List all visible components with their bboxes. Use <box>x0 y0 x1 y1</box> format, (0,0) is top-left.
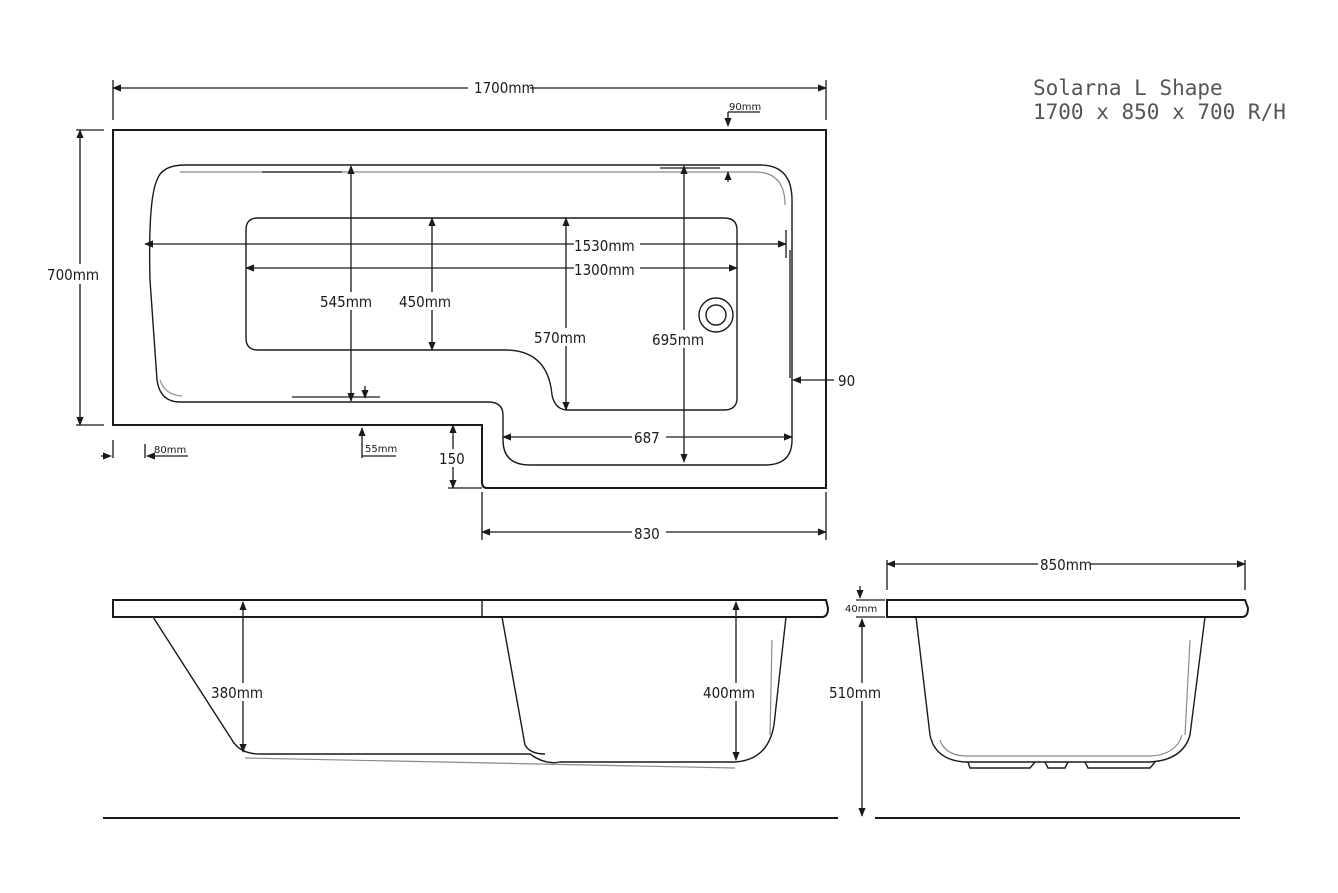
plan-floor <box>245 217 738 411</box>
dim-depth-695: 695mm <box>652 331 704 349</box>
dim-overall-width: 700mm <box>47 266 99 284</box>
end-bowl-inner <box>939 734 1183 757</box>
dim-extension-length: 830 <box>634 525 660 543</box>
dim-side-depth-left: 380mm <box>211 684 263 702</box>
dim-side-depth-right: 400mm <box>703 684 755 702</box>
waste-outlet-icon <box>698 297 734 333</box>
drawing-title: Solarna L Shape 1700 x 850 x 700 R/H <box>1033 76 1286 124</box>
end-highlight <box>1184 639 1191 736</box>
side-base <box>244 757 736 769</box>
dim-floor-length: 1300mm <box>574 261 635 279</box>
waste-plug-icon <box>705 304 727 326</box>
dim-left-rim: 80mm <box>154 445 186 456</box>
dim-depth-545: 545mm <box>320 293 372 311</box>
end-elevation: 850mm 40mm 510mm <box>828 556 1250 819</box>
end-rim <box>886 599 1250 618</box>
dim-end-width: 850mm <box>1040 556 1092 574</box>
plan-inner-highlight <box>180 171 786 206</box>
side-elevation: 380mm 400mm <box>103 599 838 819</box>
title-line-2: 1700 x 850 x 700 R/H <box>1033 100 1286 124</box>
side-bowl-inner <box>501 616 546 755</box>
end-bowl <box>915 616 1206 763</box>
dim-end-rim-thickness: 40mm <box>845 604 877 615</box>
dim-depth-570: 570mm <box>534 329 586 347</box>
plan-view: 1700mm 90mm 700mm 1530mm 1300mm 545mm 45… <box>46 78 855 543</box>
dim-rim-offset-top: 90mm <box>729 102 761 113</box>
dim-inner-length: 1530mm <box>574 237 635 255</box>
dim-extension-depth: 150 <box>439 450 465 468</box>
side-highlight <box>769 639 773 736</box>
dim-extension-inner: 687 <box>634 429 660 447</box>
title-line-1: Solarna L Shape <box>1033 76 1223 100</box>
plan-outer-rim <box>112 129 827 489</box>
dim-bottom-rim: 55mm <box>365 444 397 455</box>
dim-end-depth: 510mm <box>829 684 881 702</box>
end-feet <box>967 761 1156 769</box>
side-rim <box>112 599 830 618</box>
dim-side-rim: 90 <box>838 372 855 390</box>
dim-overall-length: 1700mm <box>474 79 535 97</box>
plan-inner-bowl <box>148 164 793 466</box>
plan-corner-highlight <box>159 379 183 397</box>
dim-depth-450: 450mm <box>399 293 451 311</box>
